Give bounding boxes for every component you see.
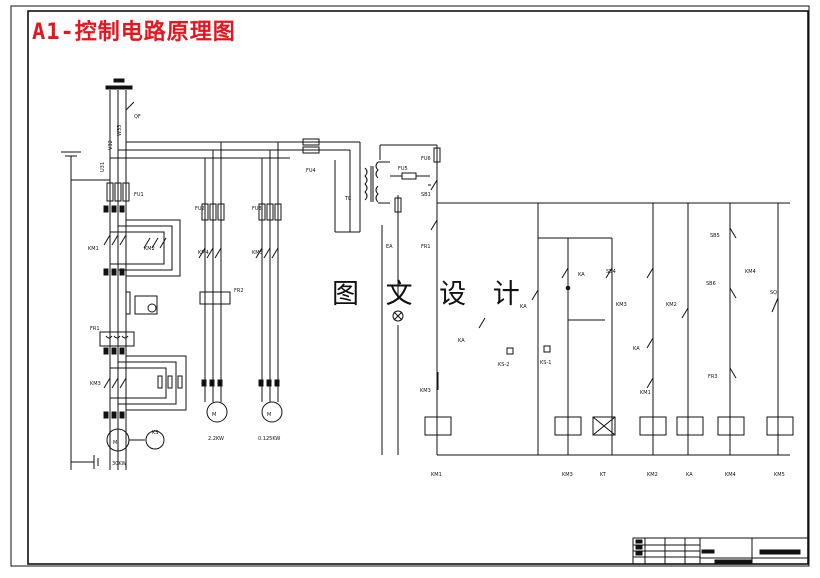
ka-contact-label: KA xyxy=(520,304,527,310)
ka-rung2-label: KA xyxy=(633,346,640,352)
component-labels: QF U31 V32 W33 FU1 FU2 FU3 FU4 FU5 FU6 K… xyxy=(88,114,785,478)
fu6-label: FU6 xyxy=(421,156,431,162)
ks1-label: KS-1 xyxy=(540,360,551,366)
sb1-label: SB1 xyxy=(421,192,431,198)
motor2-rating: 2.2KW xyxy=(208,436,224,442)
motor1-rating: 30KW xyxy=(112,461,126,467)
drawing-border xyxy=(10,5,810,567)
km3-contact-label: KM3 xyxy=(616,302,627,308)
coil-label-km3: KM3 xyxy=(562,472,573,478)
ks2-label: KS-2 xyxy=(498,362,509,368)
coil-label-km1: KM1 xyxy=(431,472,442,478)
km3-aux-label: KM3 xyxy=(420,388,431,394)
km3-main-label: KM3 xyxy=(90,381,101,387)
motor3-rating: 0.125KW xyxy=(258,436,280,442)
w-label: W33 xyxy=(117,125,123,136)
ks-sensor-label: KS xyxy=(152,430,158,436)
page-title: A1-控制电路原理图 xyxy=(32,20,236,45)
fu4-label: FU4 xyxy=(306,168,316,174)
fr3-label: FR3 xyxy=(708,374,718,380)
sq-label: SQ xyxy=(770,290,777,296)
coil-label-ka: KA xyxy=(686,472,693,478)
fr2-label: FR2 xyxy=(234,288,244,294)
ka-contact2-label: KA xyxy=(458,338,465,344)
qf-label: QF xyxy=(134,114,141,120)
coil-label-km5: KM5 xyxy=(774,472,785,478)
fu5-label: FU5 xyxy=(398,166,408,172)
km1-contact-label: KM1 xyxy=(640,390,651,396)
ea-label: EA xyxy=(386,244,393,250)
km2-main-label: KM2 xyxy=(144,246,155,252)
sb5-label: SB5 xyxy=(710,233,720,239)
ka-rung-label: KA xyxy=(578,272,585,278)
sb6-label: SB6 xyxy=(706,281,716,287)
coil-label-kt: KT xyxy=(600,472,607,478)
km1-main-label: KM1 xyxy=(88,246,99,252)
fu3-label: FU3 xyxy=(252,206,262,212)
tc-label: TC xyxy=(344,196,352,202)
watermark-text: 图 文 设 计 xyxy=(332,279,529,310)
v-label: V32 xyxy=(108,140,114,150)
fu2-label: FU2 xyxy=(195,206,205,212)
u-label: U31 xyxy=(100,162,106,172)
sb4-label: SB4 xyxy=(606,269,616,275)
motor1-glyph: M xyxy=(113,440,117,446)
km4-contact-label: KM4 xyxy=(745,269,756,275)
fr1-label: FR1 xyxy=(90,326,100,332)
km2-contact-label: KM2 xyxy=(666,302,677,308)
fu1-label: FU1 xyxy=(134,192,144,198)
km5-main-label: KM5 xyxy=(252,250,263,256)
coil-label-km2: KM2 xyxy=(647,472,658,478)
km4-main-label: KM4 xyxy=(198,250,209,256)
fr-control-label: FR1 xyxy=(421,244,431,250)
motor3-glyph: M xyxy=(267,412,271,418)
motor2-glyph: M xyxy=(212,412,216,418)
coil-label-km4: KM4 xyxy=(725,472,736,478)
